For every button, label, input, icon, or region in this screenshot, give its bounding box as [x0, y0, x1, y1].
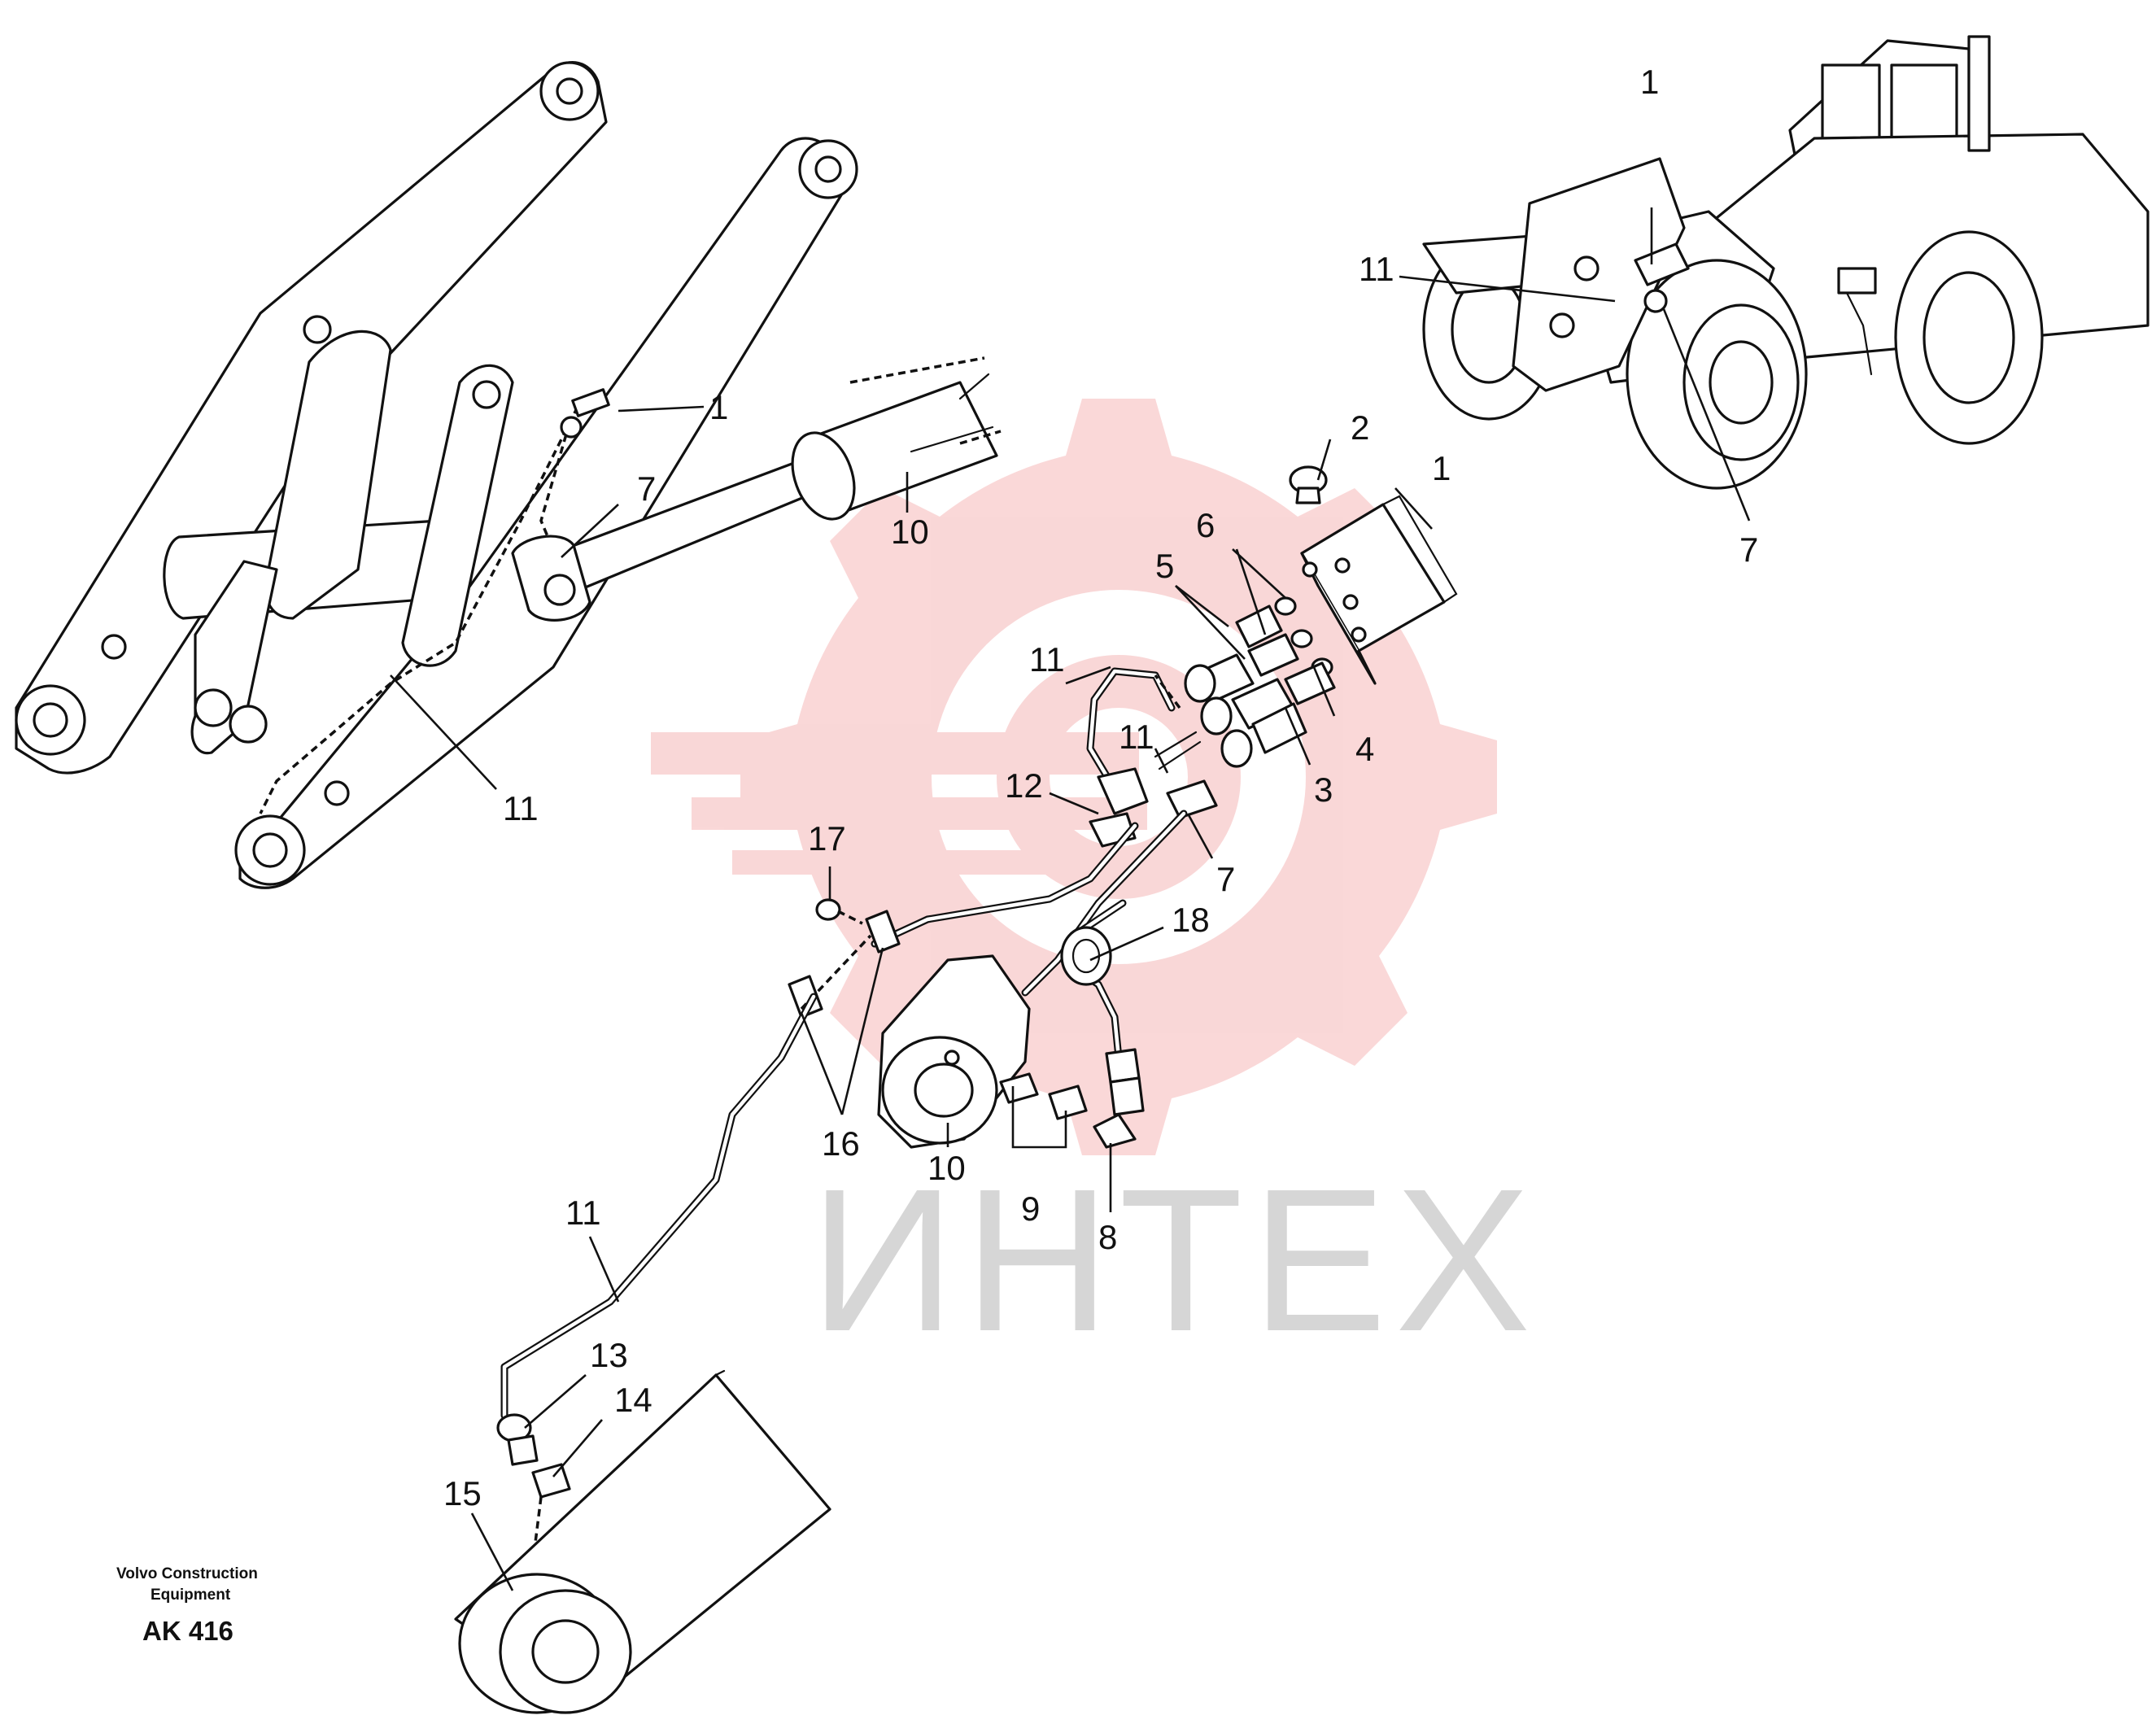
callout-2: 2: [1351, 408, 1369, 447]
callout-17: 17: [808, 819, 846, 858]
lift-cylinder: [511, 356, 1002, 622]
damper-housing: [877, 954, 1088, 1149]
footer-brand-line1: Volvo Construction: [116, 1565, 258, 1582]
lift-arm-assembly: [15, 61, 858, 889]
callout-11-mid: 11: [1119, 718, 1154, 756]
diagram-footer: Volvo Construction Equipment AK 416: [116, 1565, 258, 1646]
callout-14: 14: [614, 1381, 652, 1419]
callout-11-arm: 11: [503, 789, 539, 827]
footer-brand-line2: Equipment: [151, 1587, 231, 1604]
callout-15: 15: [443, 1474, 482, 1512]
callout-11-loader: 11: [1359, 250, 1394, 288]
callout-1-block: 1: [1432, 449, 1451, 487]
lower-tube-assembly: [454, 993, 831, 1714]
wheel-loader-illustration: [1422, 35, 2149, 490]
callout-16: 16: [822, 1124, 860, 1163]
valve-block-group: [871, 465, 1458, 1149]
callout-6: 6: [1196, 506, 1215, 544]
callout-18: 18: [1172, 901, 1210, 939]
watermark-text: ИНТЕХ: [810, 1146, 1538, 1373]
callout-13: 13: [590, 1336, 628, 1374]
callout-3: 3: [1314, 770, 1333, 809]
leader-lines: [390, 207, 1751, 1591]
callout-7-arm: 7: [637, 469, 656, 508]
callout-9: 9: [1021, 1189, 1040, 1228]
callout-labels: 1 7 10 11 1 11 7 2 1 6 5 11 11 4 3 12 7 …: [443, 63, 1758, 1512]
callout-1-loader: 1: [1640, 63, 1659, 101]
callout-8: 8: [1098, 1218, 1117, 1256]
callout-11-lower: 11: [565, 1194, 601, 1232]
callout-4: 4: [1355, 730, 1374, 768]
callout-10-arm: 10: [891, 513, 929, 551]
callout-10-cylinder: 10: [927, 1149, 966, 1187]
footer-code: AK 416: [142, 1616, 233, 1646]
callout-7-mid: 7: [1216, 860, 1235, 898]
callout-12: 12: [1005, 766, 1043, 805]
callout-7-loader: 7: [1739, 530, 1758, 569]
callout-11-upper: 11: [1029, 640, 1065, 679]
callout-1-arm: 1: [709, 388, 728, 426]
callout-5: 5: [1155, 547, 1174, 585]
